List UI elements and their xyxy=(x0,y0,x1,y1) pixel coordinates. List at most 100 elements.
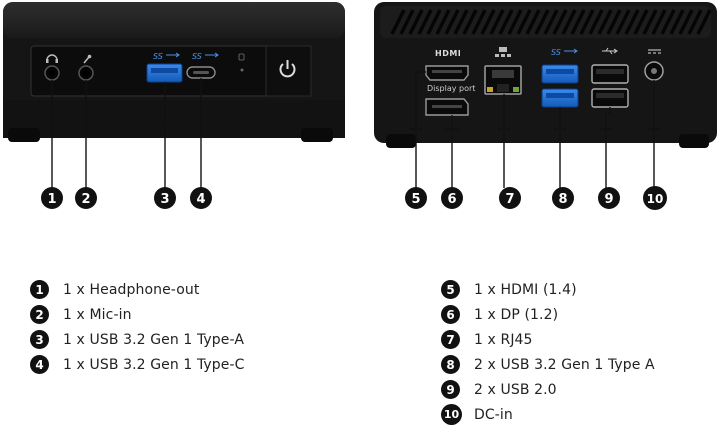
legend-badge: 4 xyxy=(30,355,49,374)
vent-slot xyxy=(606,9,622,35)
front-foot-right xyxy=(301,128,333,142)
microphone-icon xyxy=(83,54,92,64)
vent-slot xyxy=(435,9,451,35)
network-icon xyxy=(495,47,511,57)
callout-badge: 6 xyxy=(441,187,463,209)
svg-text:4: 4 xyxy=(196,192,205,207)
power-icon xyxy=(279,60,296,78)
callout-badge: 8 xyxy=(552,187,574,209)
vent-slot xyxy=(597,9,613,35)
legend-badge: 7 xyxy=(441,330,460,349)
ss-label-rear: SS xyxy=(551,48,561,57)
usb-icon xyxy=(205,52,219,58)
status-led-icon xyxy=(238,53,245,72)
svg-text:3: 3 xyxy=(160,192,169,207)
vent-slot xyxy=(516,9,532,35)
usb-icon xyxy=(602,47,618,55)
svg-text:6: 6 xyxy=(447,192,456,207)
legend-label: 1 x Headphone-out xyxy=(63,281,200,298)
legend-item: 3 1 x USB 3.2 Gen 1 Type-A xyxy=(30,327,245,352)
callout-badge: 3 xyxy=(154,187,176,209)
legend-badge: 9 xyxy=(441,380,460,399)
legend-label: 2 x USB 3.2 Gen 1 Type A xyxy=(474,356,655,373)
usb-icon xyxy=(166,52,180,58)
front-callout-lines xyxy=(51,78,202,188)
svg-text:9: 9 xyxy=(604,192,613,207)
headphone-icon xyxy=(46,54,58,63)
legend-label: 1 x HDMI (1.4) xyxy=(474,281,577,298)
vent-slot xyxy=(390,9,406,35)
legend-label: 1 x DP (1.2) xyxy=(474,306,559,323)
vent-slot xyxy=(678,9,694,35)
legend-label: 2 x USB 2.0 xyxy=(474,381,557,398)
vent-slot xyxy=(696,9,712,35)
rear-foot-left xyxy=(386,134,416,148)
vent-slots xyxy=(390,9,712,35)
vent-slot xyxy=(651,9,667,35)
legend-item: 5 1 x HDMI (1.4) xyxy=(441,277,655,302)
legend-label: 1 x RJ45 xyxy=(474,331,533,348)
vent-slot xyxy=(480,9,496,35)
vent-slot xyxy=(471,9,487,35)
front-bottom-band xyxy=(3,100,345,138)
vent-slot xyxy=(534,9,550,35)
legend-item: 1 1 x Headphone-out xyxy=(30,277,245,302)
vent-slot xyxy=(660,9,676,35)
svg-text:7: 7 xyxy=(505,192,514,207)
usb-icon xyxy=(564,48,578,54)
legend-label: 1 x USB 3.2 Gen 1 Type-C xyxy=(63,356,245,373)
front-callout-ticks xyxy=(46,124,207,126)
front-foot-left xyxy=(8,128,40,142)
vent-slot xyxy=(633,9,649,35)
callout-badge: 2 xyxy=(75,187,97,209)
callout-badge: 1 xyxy=(41,187,63,209)
vent-slot xyxy=(498,9,514,35)
legend-label: DC-in xyxy=(474,406,513,423)
display-port-label: Display port xyxy=(427,84,475,93)
legend-badge: 6 xyxy=(441,305,460,324)
ss-label-front-c: SS xyxy=(192,52,202,61)
svg-text:1: 1 xyxy=(47,192,56,207)
vent-slot xyxy=(624,9,640,35)
vent-slot xyxy=(588,9,604,35)
vent-slot xyxy=(462,9,478,35)
vent-slot xyxy=(561,9,577,35)
legend-item: 7 1 x RJ45 xyxy=(441,327,655,352)
legend-badge: 5 xyxy=(441,280,460,299)
front-top-edge xyxy=(3,2,345,38)
legend-badge: 2 xyxy=(30,305,49,324)
callout-badge: 4 xyxy=(190,187,212,209)
svg-text:10: 10 xyxy=(647,192,664,206)
legend-badge: 1 xyxy=(30,280,49,299)
vent-slot xyxy=(408,9,424,35)
callout-badge: 10 xyxy=(643,186,667,210)
vent-slot xyxy=(579,9,595,35)
vent-slot xyxy=(525,9,541,35)
power-button-frame xyxy=(265,45,312,97)
svg-text:5: 5 xyxy=(411,192,420,207)
rear-callout-lines xyxy=(415,71,655,188)
vent-slot xyxy=(444,9,460,35)
rear-callout-ticks xyxy=(410,128,660,130)
callout-badges: 1 2 3 4 5 6 7 8 9 10 xyxy=(41,186,667,210)
vent-slot xyxy=(615,9,631,35)
vent-slot xyxy=(642,9,658,35)
rear-view: HDMI Display port SS xyxy=(374,2,717,188)
legend-item: 6 1 x DP (1.2) xyxy=(441,302,655,327)
legend-badge: 3 xyxy=(30,330,49,349)
vent-slot xyxy=(417,9,433,35)
ss-label-front-a: SS xyxy=(153,52,163,61)
vent-slot xyxy=(543,9,559,35)
vent-slot xyxy=(669,9,685,35)
legend-label: 1 x USB 3.2 Gen 1 Type-A xyxy=(63,331,245,348)
rear-foot-right xyxy=(679,134,709,148)
callout-badge: 7 xyxy=(499,187,521,209)
vent-slot xyxy=(687,9,703,35)
callout-badge: 9 xyxy=(598,187,620,209)
legend-item: 9 2 x USB 2.0 xyxy=(441,377,655,402)
